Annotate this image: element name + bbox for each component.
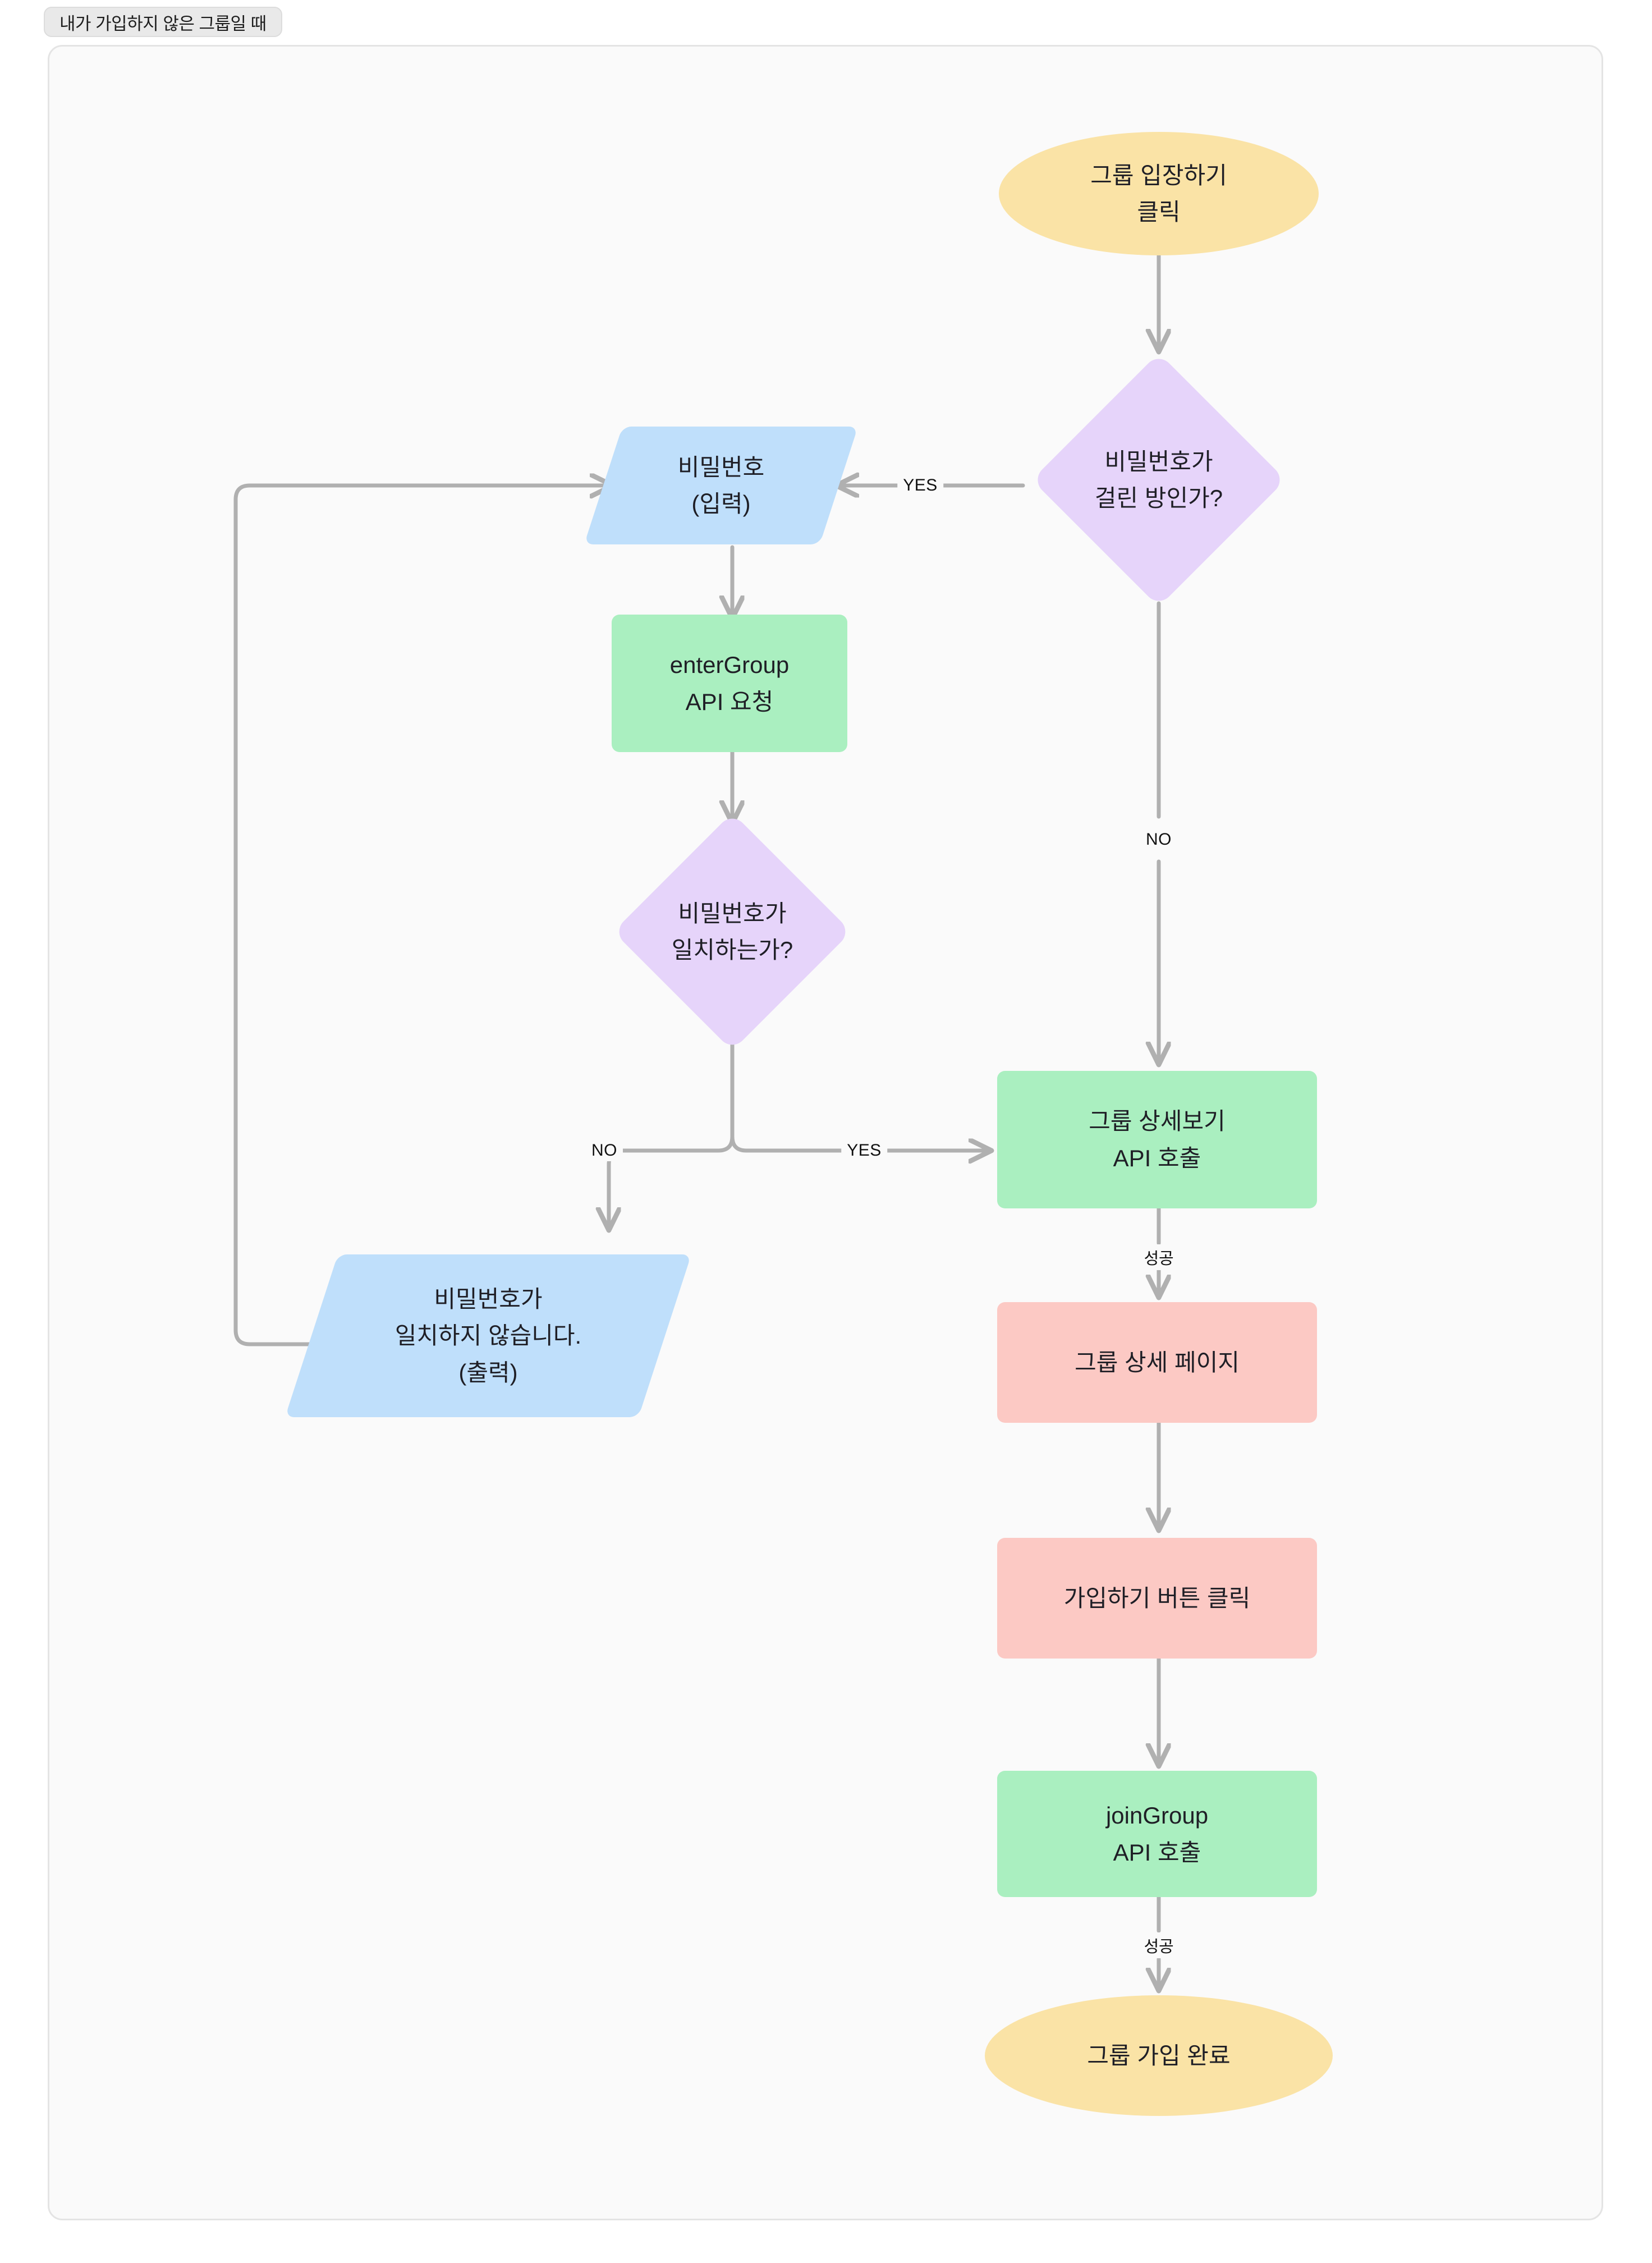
node-join-complete-label: 그룹 가입 완료 — [1087, 2042, 1231, 2069]
diagram-canvas — [48, 45, 1603, 2220]
node-password-input-label: 비밀번호 (입력) — [677, 453, 765, 517]
node-joingroup-api-label: joinGroup API 호출 — [1105, 1802, 1209, 1866]
diagram-tab-label: 내가 가입하지 않은 그룹일 때 — [59, 13, 267, 34]
node-join-button-click[interactable]: 가입하기 버튼 클릭 — [997, 1538, 1317, 1659]
node-join-complete[interactable]: 그룹 가입 완료 — [985, 1995, 1333, 2116]
node-start[interactable]: 그룹 입장하기 클릭 — [999, 132, 1319, 255]
node-joingroup-api[interactable]: joinGroup API 호출 — [997, 1771, 1317, 1897]
node-entergroup-api[interactable]: enterGroup API 요청 — [612, 615, 847, 752]
node-group-detail-api[interactable]: 그룹 상세보기 API 호출 — [997, 1071, 1317, 1208]
node-group-detail-page[interactable]: 그룹 상세 페이지 — [997, 1302, 1317, 1423]
node-start-label: 그룹 입장하기 클릭 — [1090, 162, 1227, 225]
diagram-tab-chip[interactable]: 내가 가입하지 않은 그룹일 때 — [44, 7, 282, 37]
node-join-button-click-label: 가입하기 버튼 클릭 — [1063, 1584, 1251, 1611]
node-has-password-label: 비밀번호가 걸린 방인가? — [1094, 448, 1223, 511]
edge-label-yes-passwordmatch: YES — [841, 1140, 887, 1161]
edge-label-success-join: 성공 — [1138, 1932, 1180, 1958]
node-group-detail-api-label: 그룹 상세보기 API 호출 — [1089, 1108, 1226, 1171]
edge-label-yes-haspassword: YES — [897, 475, 943, 496]
node-password-mismatch-output-label: 비밀번호가 일치하지 않습니다. (출력) — [394, 1286, 582, 1386]
node-password-mismatch-output[interactable]: 비밀번호가 일치하지 않습니다. (출력) — [284, 1254, 692, 1417]
edge-label-no-passwordmatch: NO — [586, 1140, 623, 1161]
node-password-input[interactable]: 비밀번호 (입력) — [584, 427, 859, 544]
node-password-match-label: 비밀번호가 일치하는가? — [671, 900, 793, 963]
node-group-detail-page-label: 그룹 상세 페이지 — [1075, 1349, 1240, 1376]
edge-label-no-haspassword: NO — [1140, 829, 1177, 850]
node-entergroup-api-label: enterGroup API 요청 — [669, 652, 790, 715]
node-password-match[interactable]: 비밀번호가 일치하는가? — [578, 812, 887, 1051]
edge-label-success-detail: 성공 — [1138, 1244, 1180, 1270]
node-has-password[interactable]: 비밀번호가 걸린 방인가? — [1016, 352, 1302, 607]
